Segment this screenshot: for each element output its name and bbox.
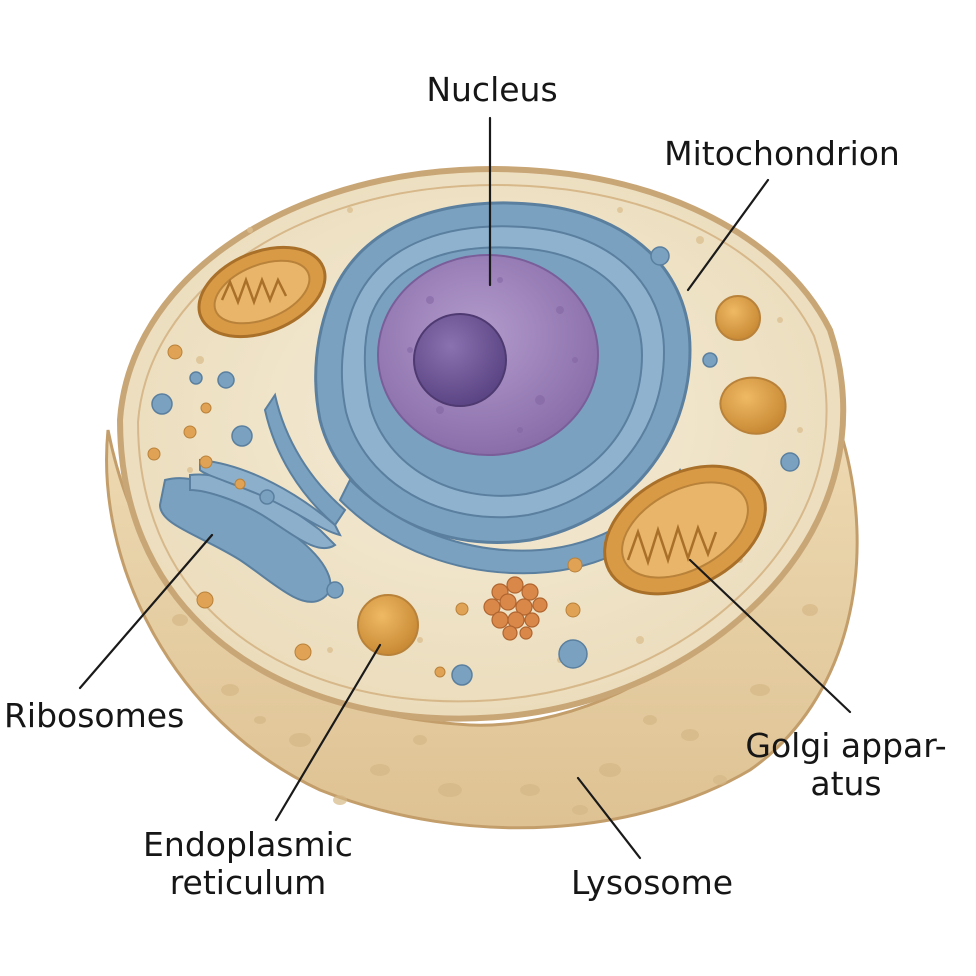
- label-lysosome: Lysosome: [571, 863, 733, 902]
- label-golgi-line2: atus: [810, 764, 881, 803]
- label-mitochondrion: Mitochondrion: [664, 134, 900, 173]
- mitochondrion-small: [197, 245, 327, 339]
- vesicle-right-top: [715, 295, 761, 341]
- label-nucleus: Nucleus: [426, 70, 557, 109]
- cell-inner-membrane: [136, 184, 828, 703]
- lysosome-vesicle: [357, 594, 419, 656]
- lysosome-leader: [576, 776, 642, 860]
- label-golgi-line1: Golgi appar-: [745, 726, 946, 765]
- ribosome-cluster: [483, 576, 548, 641]
- vesicle-right-mid: [719, 376, 787, 435]
- mitochondrion-large: [603, 464, 767, 596]
- small-vesicles-orange: [147, 344, 583, 678]
- label-er-line1: Endoplasmic: [143, 825, 353, 864]
- side-wall-texture: [172, 604, 818, 815]
- label-ribosomes: Ribosomes: [4, 696, 184, 735]
- mitochondrion-leader: [686, 178, 770, 292]
- nucleolus: [413, 313, 507, 407]
- label-er-line2: reticulum: [170, 863, 327, 902]
- chromatin-texture: [407, 277, 578, 433]
- er-leader: [274, 643, 382, 822]
- ribosomes-leader: [78, 533, 214, 690]
- golgi-leader: [688, 558, 852, 714]
- small-vesicles-blue: [151, 246, 800, 686]
